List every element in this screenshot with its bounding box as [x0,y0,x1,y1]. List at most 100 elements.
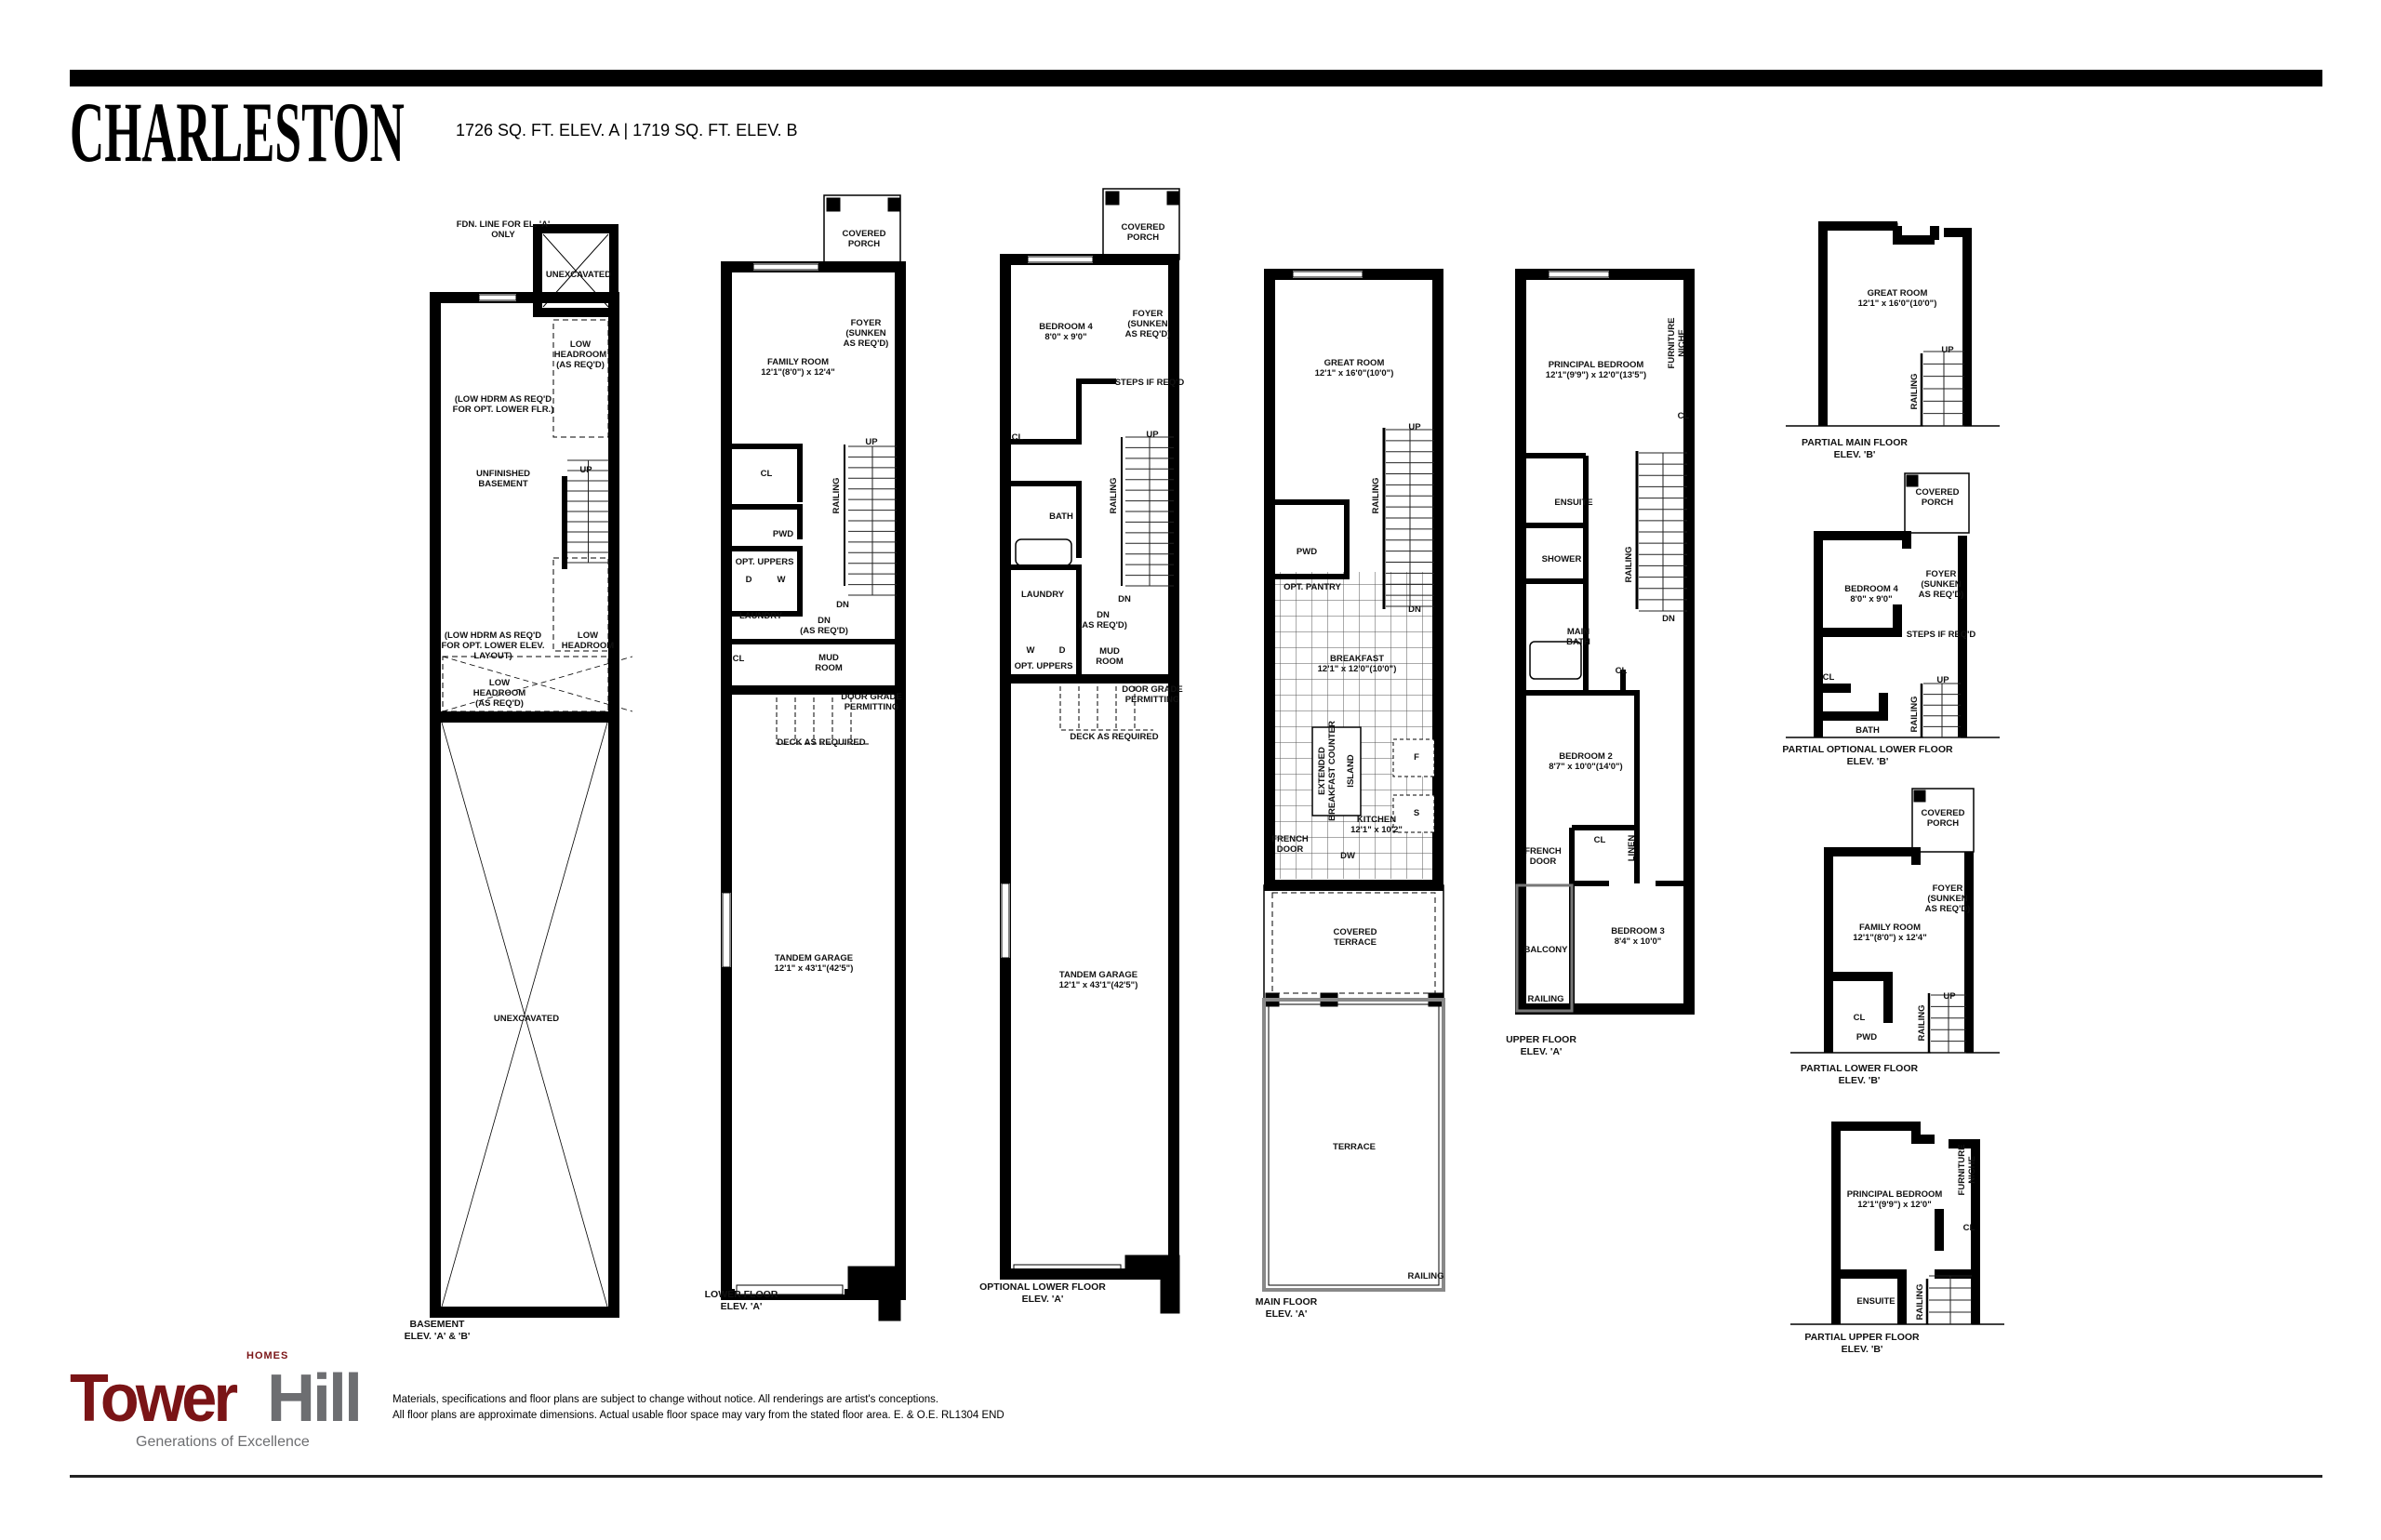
partial-optional-lower-floor-b-caption-line: ELEV. 'B' [1847,756,1889,767]
room-label-line: EXTENDED [1317,747,1327,795]
room-label-line: DN [818,616,831,626]
room-label: RAILING [1909,373,1920,409]
room-label-line: MUD [818,653,839,663]
room-label-line: BATH [1856,725,1880,736]
optional-lower-floor-plan [1000,188,1180,1314]
room-label-line: RAILING [1527,994,1563,1004]
room-label-line: W [1027,645,1035,656]
room-label-line: S [1414,808,1419,818]
room-label: CL [733,654,745,664]
room-label-line: DOOR GRADE [1122,684,1182,695]
room-label-line: TERRACE [1334,937,1377,948]
room-label-line: UP [1408,422,1421,432]
basement-caption-line: BASEMENT [410,1319,466,1330]
room-label-line: GREAT ROOM [1324,358,1385,368]
room-label-line: (LOW HDRM AS REQ'D [455,394,552,405]
room-label-line: LOW [578,631,598,641]
room-label-line: CL [1823,672,1835,683]
room-label: RAILING [1527,994,1563,1004]
upper-floor-caption-line: UPPER FLOOR [1506,1034,1576,1045]
room-label: CL [1616,666,1628,676]
room-label-line: FRENCH [1524,846,1562,856]
room-label-line: (AS REQ'D) [475,698,524,709]
room-label-line: DECK AS REQUIRED [777,737,865,748]
room-label-line: DOOR [1277,844,1304,855]
room-label-line: DN [1097,610,1110,620]
room-label-line: TERRACE [1333,1142,1376,1152]
room-label-line: FAMILY ROOM [1859,923,1921,933]
logo-homes: HOMES [246,1350,289,1361]
room-label-line: ROOM [815,663,843,673]
room-label-line: MUD [1099,646,1120,657]
room-label: CL [1963,1223,1975,1233]
room-label-line: (SUNKEN [1927,894,1967,904]
room-label-line: PERMITTING [1125,695,1180,705]
room-label-line: RAILING [1624,546,1634,582]
room-label-line: (AS REQ'D) [556,360,605,370]
room-label-line: BREAKFAST [1330,654,1384,664]
room-label-line: RAILING [1371,477,1381,513]
basement-caption-line: ELEV. 'A' & 'B' [405,1331,471,1342]
room-label-line: (SUNKEN [1921,579,1961,590]
room-label: RAILING [1109,477,1119,513]
upper-floor-plan [1515,269,1695,1015]
room-label-line: DOOR [1530,856,1557,867]
room-label: PWD [773,529,793,539]
room-label-line: PORCH [1922,498,1953,508]
room-label-line: PWD [1297,547,1317,557]
room-label-line: BATH [1566,637,1590,647]
room-label: LAUNDRY [739,611,783,621]
room-label-line: UP [865,437,878,447]
model-title: CHARLESTON [70,85,405,179]
room-label-line: UP [1146,430,1159,440]
room-label: RAILING [1624,546,1634,582]
room-label-line: BASEMENT [478,479,528,489]
room-label: BATH [1856,725,1880,736]
room-label: RAILING [1371,477,1381,513]
room-label-line: DECK AS REQUIRED [1070,732,1158,742]
room-label: RAILING [831,477,842,513]
room-label-line: 12'1" x 12'0"(10'0") [1318,664,1397,674]
room-label-line: SHOWER [1542,554,1582,564]
room-label-line: FOYER [1133,309,1164,319]
partial-lower-floor-b-caption-line: PARTIAL LOWER FLOOR [1801,1063,1919,1074]
room-label-line: OPT. PANTRY [1284,582,1341,592]
room-label-line: UP [579,465,592,475]
room-label-line: CL [1963,1223,1975,1233]
room-label: FURNITURENICHE [1667,318,1687,369]
room-label-line: MAIN [1567,627,1590,637]
room-label-line: LINEN [1627,835,1637,862]
room-label: DW [1340,851,1355,861]
room-label-line: LAYOUT) [473,651,512,661]
room-label-line: AS REQ'D) [1925,904,1971,914]
room-label: UP [1941,345,1954,355]
room-label-line: OPT. UPPERS [1015,661,1073,671]
room-label: DN(AS REQ'D) [800,616,848,636]
optional-lower-floor-caption-line: ELEV. 'A' [1022,1294,1064,1305]
room-label: CL [1823,672,1835,683]
room-label: OPT. UPPERS [736,557,794,567]
room-label: DN(AS REQ'D) [1079,610,1127,631]
room-label-line: RAILING [1109,477,1119,513]
